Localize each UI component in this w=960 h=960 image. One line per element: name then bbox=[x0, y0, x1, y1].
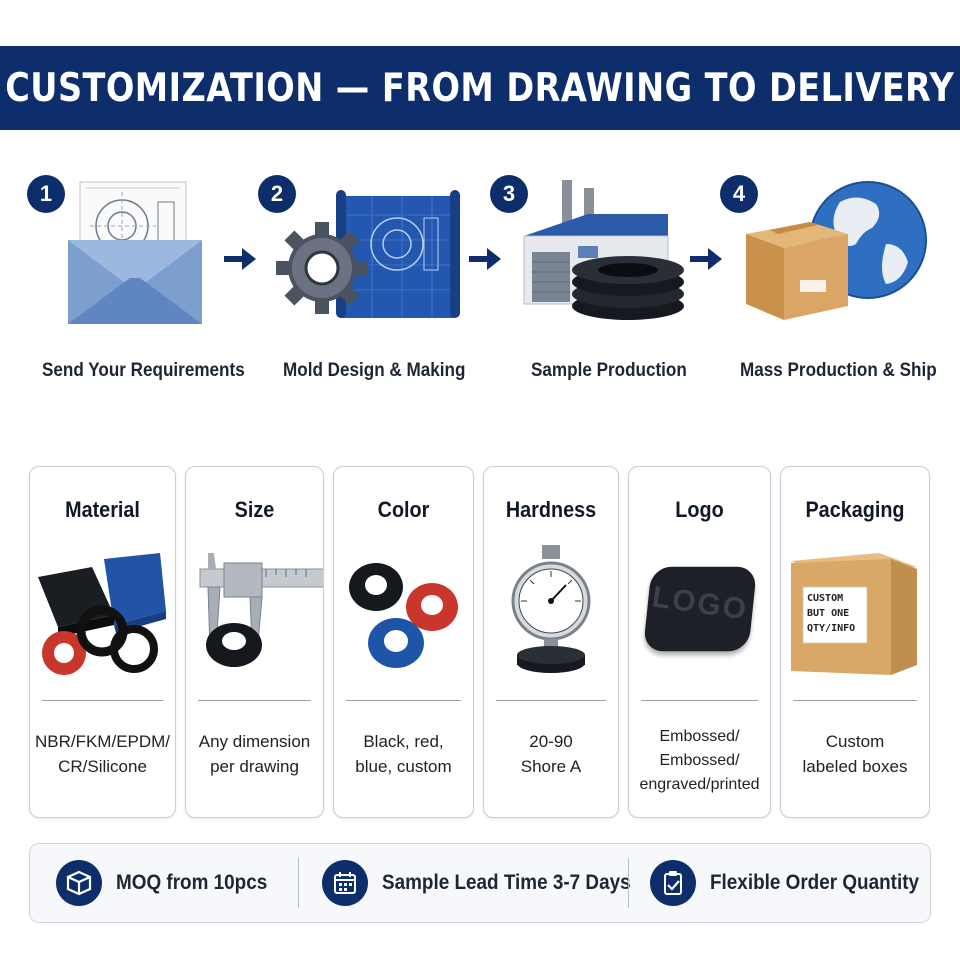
cube-icon bbox=[56, 860, 102, 906]
card-description: Embossed/ Embossed/ engraved/printed bbox=[633, 725, 766, 797]
desc-line: labeled boxes bbox=[802, 757, 908, 776]
calendar-icon bbox=[322, 860, 368, 906]
card-divider bbox=[793, 700, 917, 701]
box-label-line: CUSTOM bbox=[807, 593, 844, 604]
option-card-hardness: Hardness 20-90 Shore A bbox=[483, 466, 619, 818]
clipboard-check-icon bbox=[650, 860, 696, 906]
step-1: 1 Send Your Requirements bbox=[0, 160, 250, 410]
gear-blueprint-icon bbox=[276, 190, 460, 318]
desc-line: Embossed/ bbox=[659, 728, 740, 745]
feature-bar: MOQ from 10pcs Sample Lead Time 3-7 Days… bbox=[29, 843, 931, 923]
step-label: Mass Production & Ship bbox=[740, 360, 937, 381]
labeled-box-icon: CUSTOM BUT ONE QTY/INFO bbox=[781, 539, 929, 689]
step-label: Mold Design & Making bbox=[283, 360, 466, 381]
feature-label: Flexible Order Quantity bbox=[710, 871, 920, 894]
card-description: NBR/FKM/EPDM/ CR/Silicone bbox=[34, 729, 171, 779]
desc-line: blue, custom bbox=[355, 757, 452, 776]
customization-options: Material NBR/FKM/EPDM/ CR/Silicone Size bbox=[0, 466, 960, 821]
card-description: Black, red, blue, custom bbox=[338, 729, 469, 779]
feature-lead-time: Sample Lead Time 3-7 Days bbox=[322, 844, 658, 922]
step-number: 3 bbox=[490, 175, 528, 213]
step-2: 2 bbox=[250, 160, 490, 410]
desc-line: CR/Silicone bbox=[58, 757, 147, 776]
option-card-logo: Logo LOGO Embossed/ Embossed/ engraved/p… bbox=[628, 466, 771, 818]
feature-label: Sample Lead Time 3-7 Days bbox=[382, 871, 631, 894]
logo-plate-icon: LOGO bbox=[629, 539, 770, 689]
step-4: 4 Mass Production & Ship bbox=[720, 160, 960, 410]
card-title: Hardness bbox=[505, 497, 597, 522]
step-number: 1 bbox=[27, 175, 65, 213]
desc-line: Custom bbox=[825, 732, 885, 751]
feature-label: MOQ from 10pcs bbox=[116, 871, 268, 894]
card-title: Material bbox=[65, 497, 140, 522]
step-3: 3 Sample Production bbox=[490, 160, 720, 410]
option-card-size: Size Any dimension per drawing bbox=[185, 466, 324, 818]
process-steps: 1 Send Your Requirements 2 bbox=[0, 160, 960, 410]
colored-rings-icon bbox=[349, 563, 458, 668]
feature-moq: MOQ from 10pcs bbox=[56, 844, 284, 922]
card-description: 20-90 Shore A bbox=[488, 729, 614, 779]
option-card-packaging: Packaging CUSTOM BUT ONE QTY/INFO Custom… bbox=[780, 466, 930, 818]
feature-flexible-quantity: Flexible Order Quantity bbox=[650, 844, 942, 922]
header-banner: CUSTOMIZATION — FROM DRAWING TO DELIVERY bbox=[0, 46, 960, 130]
box-label-line: BUT ONE bbox=[807, 608, 850, 619]
card-title: Logo bbox=[675, 497, 724, 522]
desc-line: engraved/printed bbox=[639, 776, 760, 793]
card-divider bbox=[346, 700, 461, 701]
card-title: Color bbox=[377, 497, 430, 522]
option-card-material: Material NBR/FKM/EPDM/ CR/Silicone bbox=[29, 466, 176, 818]
factory-icon bbox=[523, 180, 684, 320]
arrow-right-icon bbox=[224, 248, 256, 270]
durometer-icon bbox=[511, 545, 591, 673]
envelope-drawing-icon bbox=[68, 181, 202, 324]
card-title: Packaging bbox=[805, 497, 905, 522]
desc-line: 20-90 bbox=[529, 732, 573, 751]
step-number: 4 bbox=[720, 175, 758, 213]
arrow-right-icon bbox=[690, 248, 722, 270]
card-divider bbox=[641, 700, 758, 701]
caliper-icon bbox=[199, 553, 323, 667]
separator bbox=[628, 858, 629, 908]
arrow-right-icon bbox=[469, 248, 501, 270]
page-title: CUSTOMIZATION — FROM DRAWING TO DELIVERY bbox=[5, 65, 955, 111]
card-description: Any dimension per drawing bbox=[190, 729, 319, 779]
box-label-line: QTY/INFO bbox=[807, 623, 856, 634]
card-divider bbox=[198, 700, 311, 701]
material-samples-icon bbox=[38, 553, 166, 675]
separator bbox=[298, 858, 299, 908]
step-number: 2 bbox=[258, 175, 296, 213]
desc-line: Black, red, bbox=[363, 732, 444, 751]
desc-line: NBR/FKM/EPDM/ bbox=[34, 732, 171, 751]
desc-line: Shore A bbox=[520, 757, 582, 776]
desc-line: Embossed/ bbox=[659, 752, 740, 769]
option-card-color: Color Black, red, blue, custom bbox=[333, 466, 474, 818]
card-divider bbox=[42, 700, 163, 701]
step-label: Sample Production bbox=[531, 360, 687, 381]
card-divider bbox=[496, 700, 606, 701]
box-globe-icon bbox=[746, 181, 927, 320]
desc-line: Any dimension bbox=[198, 732, 311, 751]
card-title: Size bbox=[234, 497, 275, 522]
desc-line: per drawing bbox=[210, 757, 299, 776]
step-label: Send Your Requirements bbox=[42, 360, 245, 381]
card-description: Custom labeled boxes bbox=[785, 729, 925, 779]
